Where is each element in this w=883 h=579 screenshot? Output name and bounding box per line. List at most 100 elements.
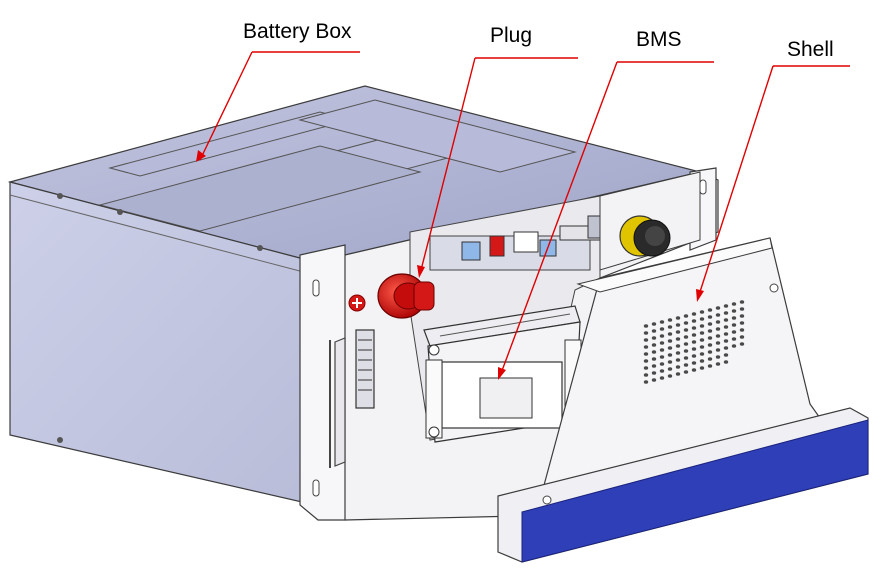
vent-hole [675, 372, 681, 376]
vent-hole [651, 343, 657, 347]
vent-hole [715, 348, 721, 352]
vent-hole [707, 322, 713, 326]
vent-hole [651, 364, 657, 368]
vent-hole [683, 328, 689, 332]
vent-hole [707, 315, 713, 319]
vent-hole [651, 322, 657, 326]
vent-hole [651, 378, 657, 382]
vent-hole [715, 327, 721, 331]
vent-hole [715, 306, 721, 310]
vent-hole [699, 310, 705, 314]
vent-hole [739, 321, 745, 325]
vent-hole [707, 350, 713, 354]
vent-hole [723, 353, 729, 357]
plug-leader [419, 57, 476, 275]
vent-hole [659, 362, 665, 366]
vent-hole [723, 339, 729, 343]
vent-hole [731, 337, 737, 341]
vent-hole [691, 312, 697, 316]
vent-hole [731, 316, 737, 320]
vent-hole [643, 338, 649, 342]
vent-hole [659, 327, 665, 331]
vent-hole [739, 307, 745, 311]
vent-hole [723, 304, 729, 308]
vent-hole [707, 329, 713, 333]
vent-hole [723, 318, 729, 322]
vent-hole [667, 325, 673, 329]
vent-hole [683, 370, 689, 374]
vent-hole [651, 336, 657, 340]
plug-arrowhead [417, 265, 425, 278]
leader-lines [199, 51, 850, 377]
vent-hole [651, 329, 657, 333]
vent-hole [667, 367, 673, 371]
vent-hole [691, 333, 697, 337]
vent-hole [715, 362, 721, 366]
vent-hole [707, 336, 713, 340]
vent-hole [683, 349, 689, 353]
vent-hole [739, 342, 745, 346]
vent-hole [691, 368, 697, 372]
vent-hole [675, 330, 681, 334]
vent-hole [683, 356, 689, 360]
vent-hole [667, 318, 673, 322]
vent-hole [731, 323, 737, 327]
vent-hole [723, 346, 729, 350]
vent-hole [643, 373, 649, 377]
vent-hole [699, 317, 705, 321]
vent-hole [723, 332, 729, 336]
battery-box-arrowhead [196, 150, 206, 162]
vent-hole [699, 324, 705, 328]
vent-hole [659, 348, 665, 352]
shell-blue-strip [521, 419, 869, 563]
shell-label: Shell [787, 38, 834, 61]
shell-vent-holes [643, 300, 745, 384]
vent-hole [675, 351, 681, 355]
vent-hole [643, 331, 649, 335]
vent-hole [683, 363, 689, 367]
battery-box-leader [199, 51, 253, 161]
vent-hole [723, 360, 729, 364]
vent-hole [675, 323, 681, 327]
vent-hole [667, 353, 673, 357]
vent-hole [667, 374, 673, 378]
vent-hole [707, 357, 713, 361]
vent-hole [659, 355, 665, 359]
bms-label: BMS [636, 28, 682, 51]
vent-hole [691, 354, 697, 358]
vent-hole [675, 316, 681, 320]
vent-hole [683, 335, 689, 339]
vent-hole [675, 344, 681, 348]
shell-leader [697, 65, 774, 299]
vent-hole [731, 302, 737, 306]
vent-hole [675, 358, 681, 362]
vent-hole [715, 313, 721, 317]
vent-hole [699, 359, 705, 363]
vent-hole [739, 335, 745, 339]
plug-label: Plug [490, 24, 533, 47]
power-switch [599, 171, 701, 271]
vent-hole [675, 337, 681, 341]
vent-hole [731, 309, 737, 313]
vent-hole [731, 330, 737, 334]
bms-leader [499, 61, 618, 377]
internal-connectors [429, 215, 603, 271]
vent-hole [715, 320, 721, 324]
vent-hole [675, 365, 681, 369]
vent-hole [699, 366, 705, 370]
battery-box-label: Battery Box [243, 20, 352, 43]
vent-hole [659, 320, 665, 324]
vent-hole [643, 345, 649, 349]
vent-hole [651, 357, 657, 361]
vent-hole [707, 364, 713, 368]
vent-hole [643, 352, 649, 356]
vent-hole [667, 339, 673, 343]
vent-hole [691, 319, 697, 323]
vent-hole [667, 332, 673, 336]
vent-hole [659, 376, 665, 380]
vent-hole [691, 347, 697, 351]
shell-cover [497, 237, 869, 563]
vent-hole [699, 345, 705, 349]
